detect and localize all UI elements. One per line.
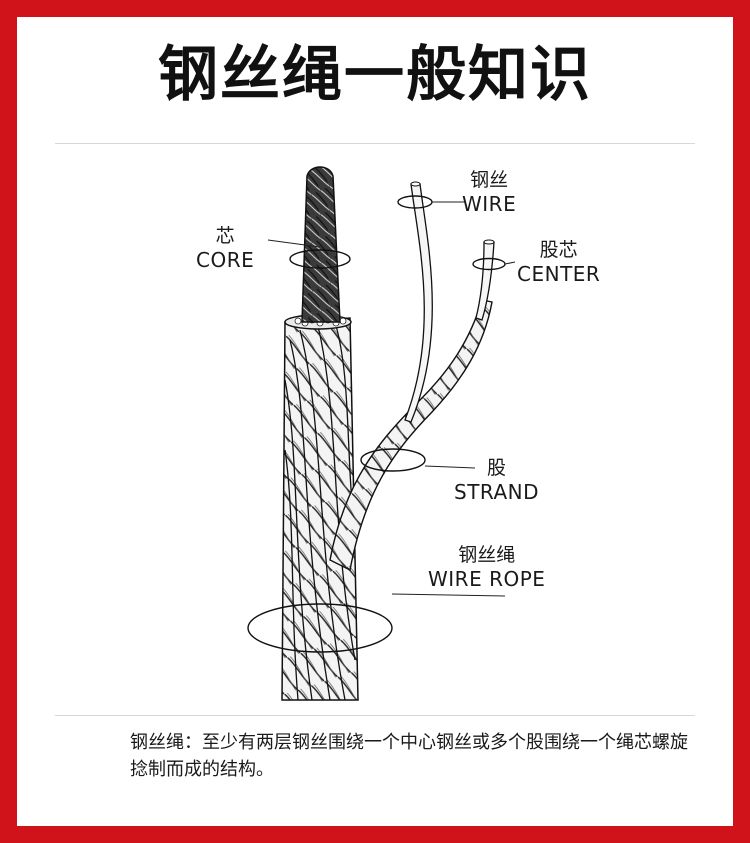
core-strand [301, 166, 341, 323]
strand-center-wire [475, 239, 495, 321]
core-label: 芯 CORE [196, 225, 255, 272]
rope-indicator-ring [247, 603, 393, 653]
single-wire [404, 181, 433, 423]
page-title: 钢丝绳一般知识 [158, 40, 592, 110]
core-leader-line [267, 239, 321, 248]
rope-leader-line [391, 593, 506, 597]
definition-caption: 钢丝绳：至少有两层钢丝围绕一个中心钢丝或多个股围绕一个绳芯螺旋捻制而成的结构。 [130, 732, 688, 780]
bottom-divider [55, 715, 695, 716]
strand-leader-line [424, 465, 476, 469]
core-indicator-ring [289, 249, 351, 269]
wire-rope-label: 钢丝绳 WIRE ROPE [428, 544, 546, 591]
wire-label: 钢丝 WIRE [462, 169, 517, 216]
center-leader-line [504, 261, 516, 265]
top-divider [55, 143, 695, 144]
unwound-strand [329, 299, 493, 572]
strand-label: 股 STRAND [454, 457, 540, 504]
center-label: 股芯 CENTER [517, 239, 601, 286]
strand-indicator-ring [360, 448, 426, 472]
red-frame [17, 17, 733, 826]
